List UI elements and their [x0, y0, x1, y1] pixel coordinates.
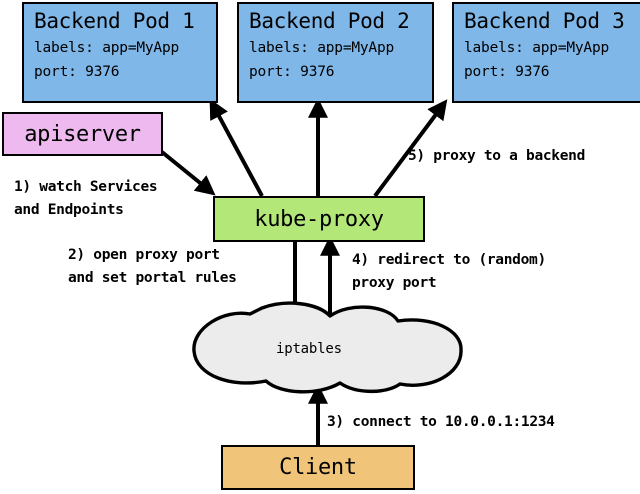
backend-pod-1-port: port: 9376: [34, 64, 120, 80]
kube-proxy-label: kube-proxy: [254, 206, 384, 232]
annotation-step-3: 3) connect to 10.0.0.1:1234: [327, 414, 555, 430]
annotation-step-4-line-2: proxy port: [352, 275, 437, 291]
arrow-kubeproxy-to-pod3: [373, 99, 448, 198]
iptables-cloud-shape: [192, 301, 463, 394]
client-box[interactable]: Client: [221, 445, 415, 490]
kube-proxy-box[interactable]: kube-proxy: [213, 196, 425, 242]
backend-pod-2-port: port: 9376: [249, 64, 335, 80]
backend-pod-3-box[interactable]: Backend Pod 3 labels: app=MyApp port: 93…: [452, 2, 640, 103]
backend-pod-2-title: Backend Pod 2: [249, 9, 410, 33]
client-label: Client: [279, 455, 357, 480]
backend-pod-2-labels: labels: app=MyApp: [249, 40, 395, 56]
apiserver-box[interactable]: apiserver: [2, 112, 163, 156]
annotation-step-2-line-1: 2) open proxy port: [68, 247, 220, 263]
backend-pod-3-title: Backend Pod 3: [464, 9, 625, 33]
backend-pod-3-labels: labels: app=MyApp: [464, 40, 610, 56]
backend-pod-2-box[interactable]: Backend Pod 2 labels: app=MyApp port: 93…: [237, 2, 434, 103]
iptables-label: iptables: [276, 341, 342, 357]
annotation-step-4-line-1: 4) redirect to (random): [352, 252, 546, 268]
annotation-step-5: 5) proxy to a backend: [408, 148, 586, 164]
backend-pod-1-title: Backend Pod 1: [34, 9, 195, 33]
annotation-step-1-line-2: and Endpoints: [14, 202, 124, 218]
arrow-kubeproxy-to-pod1: [209, 98, 264, 197]
apiserver-label: apiserver: [24, 121, 141, 147]
backend-pod-3-port: port: 9376: [464, 64, 550, 80]
backend-pod-1-labels: labels: app=MyApp: [34, 40, 180, 56]
annotation-step-1-line-1: 1) watch Services: [14, 179, 158, 195]
arrow-apiserver-to-kubeproxy: [160, 150, 216, 196]
backend-pod-1-box[interactable]: Backend Pod 1 labels: app=MyApp port: 93…: [22, 2, 218, 103]
annotation-step-2-line-2: and set portal rules: [68, 270, 237, 286]
